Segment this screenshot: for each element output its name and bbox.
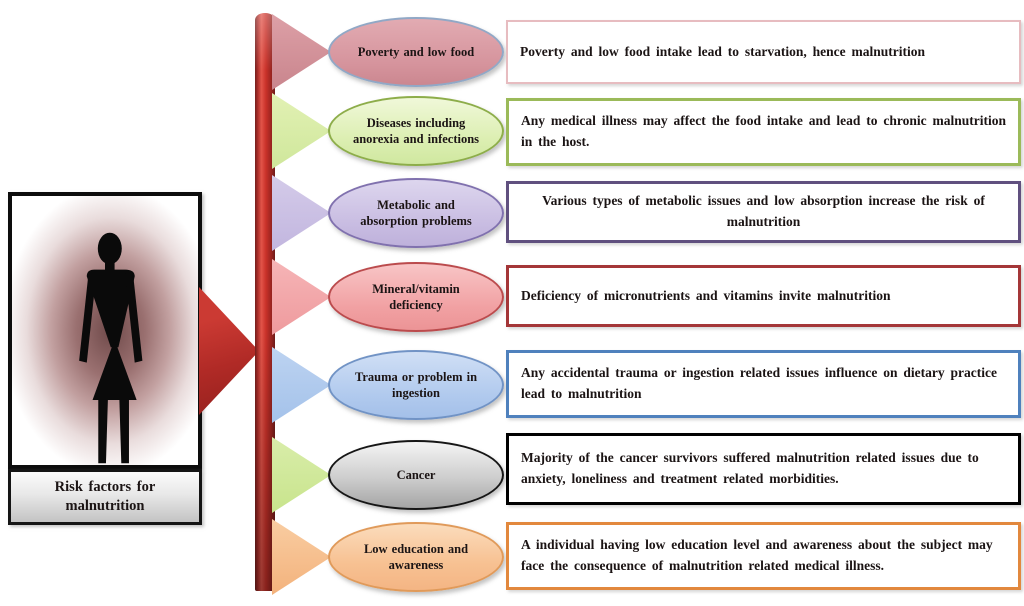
- risk-factor-label: Trauma or problem in ingestion: [354, 369, 478, 400]
- description-text: A individual having low education level …: [521, 537, 993, 573]
- description-box-poverty: Poverty and low food intake lead to star…: [506, 20, 1021, 84]
- description-box-mineral-vitamin: Deficiency of micronutrients and vitamin…: [506, 265, 1021, 327]
- description-text: Majority of the cancer survivors suffere…: [521, 450, 979, 486]
- diagram-title-text: Risk factors for malnutrition: [54, 479, 156, 514]
- description-text: Any accidental trauma or ingestion relat…: [521, 365, 997, 401]
- risk-factor-label: Metabolic and absorption problems: [360, 197, 472, 228]
- risk-factor-metabolic: Metabolic and absorption problems: [328, 178, 504, 248]
- person-figure-panel: [8, 192, 202, 469]
- connector-arrow-icon: [272, 175, 331, 251]
- risk-factor-diseases: Diseases including anorexia and infectio…: [328, 96, 504, 166]
- risk-factor-label: Low education and awareness: [363, 541, 469, 572]
- risk-factor-trauma: Trauma or problem in ingestion: [328, 350, 504, 420]
- risk-factor-label: Cancer: [396, 467, 436, 482]
- description-box-low-education: A individual having low education level …: [506, 522, 1021, 590]
- connector-arrow-icon: [272, 519, 331, 595]
- description-box-diseases: Any medical illness may affect the food …: [506, 98, 1021, 166]
- diagram-title: Risk factors for malnutrition: [8, 469, 202, 525]
- connector-arrow-icon: [272, 347, 331, 423]
- risk-factor-label: Poverty and low food: [357, 44, 475, 59]
- description-box-cancer: Majority of the cancer survivors suffere…: [506, 433, 1021, 505]
- risk-factor-cancer: Cancer: [328, 440, 504, 510]
- connector-arrow-icon: [272, 259, 331, 335]
- connector-arrow-icon: [272, 437, 331, 513]
- description-text: Any medical illness may affect the food …: [521, 113, 1006, 149]
- connector-arrow-icon: [272, 93, 331, 169]
- description-box-trauma: Any accidental trauma or ingestion relat…: [506, 350, 1021, 418]
- risk-factor-low-education: Low education and awareness: [328, 522, 504, 592]
- risk-factor-mineral-vitamin: Mineral/vitamin deficiency: [328, 262, 504, 332]
- main-arrow-icon: [199, 287, 259, 415]
- malnourished-person-icon: [79, 232, 143, 464]
- risk-factor-label: Mineral/vitamin deficiency: [372, 281, 460, 312]
- description-text: Poverty and low food intake lead to star…: [520, 43, 925, 59]
- description-box-metabolic: Various types of metabolic issues and lo…: [506, 181, 1021, 243]
- connector-arrow-icon: [272, 14, 331, 90]
- risk-factor-label: Diseases including anorexia and infectio…: [352, 115, 480, 146]
- vertical-connector-bar: [255, 13, 275, 591]
- risk-factor-poverty: Poverty and low food: [328, 17, 504, 87]
- description-text: Deficiency of micronutrients and vitamin…: [521, 287, 891, 303]
- description-text: Various types of metabolic issues and lo…: [542, 193, 985, 229]
